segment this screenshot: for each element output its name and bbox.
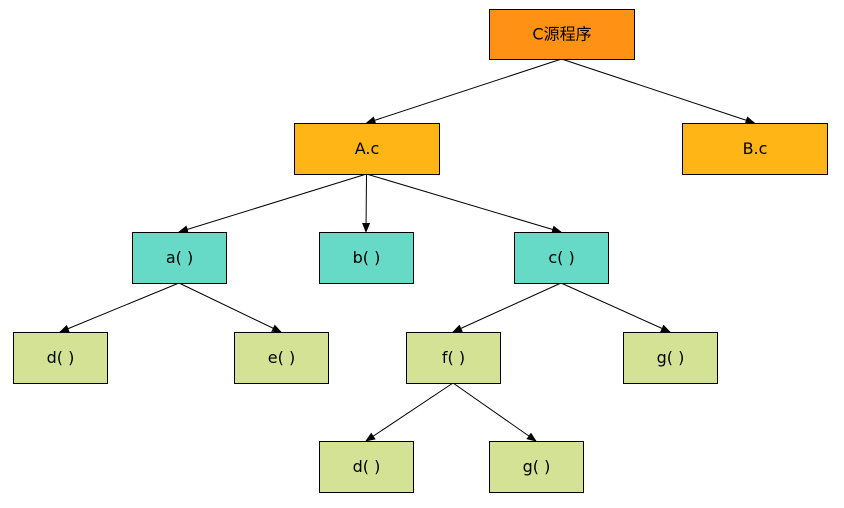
edge-root-to-a_c [365,58,562,124]
edge-fn_c-to-fn_g1 [560,282,671,333]
edge-fn_f-to-fn_g2 [452,382,537,442]
edge-fn_a-to-fn_d1 [59,282,180,333]
node-label-fn_f: f( ) [442,348,465,367]
node-label-fn_c: c( ) [548,248,574,267]
edge-fn_f-to-fn_d2 [365,382,454,442]
edge-fn_a-to-fn_e [178,282,282,333]
node-fn_g2: g( ) [489,441,584,493]
edges-layer [59,58,756,442]
node-label-fn_d2: d( ) [353,457,381,476]
node-fn_d1: d( ) [13,332,108,384]
node-fn_d2: d( ) [319,441,414,493]
node-label-fn_a: a( ) [166,248,193,267]
edge-a_c-to-fn_a [178,173,367,234]
node-label-fn_e: e( ) [268,348,295,367]
node-label-a_c: A.c [355,139,380,158]
edge-a_c-to-fn_c [366,173,562,234]
node-box-a_c [294,123,440,175]
nodes-layer: C源程序 A.c B.c a( ) b( ) c( ) d( ) e( ) f( ) g( ) d(… [13,9,828,493]
node-label-fn_g1: g( ) [657,348,685,367]
node-box-root [489,9,635,60]
node-fn_f: f( ) [406,332,501,384]
node-box-fn_d1 [13,332,108,384]
node-box-fn_c [514,232,609,284]
edge-root-to-b_c [561,58,756,124]
node-box-fn_g1 [623,332,718,384]
node-root: C源程序 [489,9,635,60]
node-label-fn_g2: g( ) [523,457,551,476]
edge-a_c-to-fn_b [362,173,371,233]
node-box-fn_f [406,332,501,384]
node-box-fn_e [234,332,329,384]
node-box-fn_a [132,232,227,284]
node-label-b_c: B.c [743,139,768,158]
node-fn_a: a( ) [132,232,227,284]
edge-fn_c-to-fn_f [452,282,562,333]
node-fn_b: b( ) [319,232,414,284]
node-fn_e: e( ) [234,332,329,384]
node-fn_g1: g( ) [623,332,718,384]
node-fn_c: c( ) [514,232,609,284]
node-label-fn_d1: d( ) [47,348,75,367]
node-box-fn_g2 [489,441,584,493]
node-a_c: A.c [294,123,440,175]
node-label-root: C源程序 [532,25,591,44]
node-box-fn_d2 [319,441,414,493]
node-box-fn_b [319,232,414,284]
node-b_c: B.c [682,123,828,175]
node-box-b_c [682,123,828,175]
node-label-fn_b: b( ) [353,248,381,267]
